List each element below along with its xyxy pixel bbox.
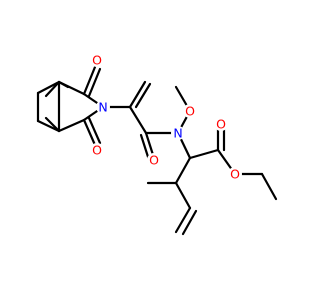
atom-o2: O xyxy=(92,143,102,158)
bond xyxy=(87,116,102,145)
bond xyxy=(128,105,148,135)
bond xyxy=(174,156,192,185)
atom-o5: O xyxy=(216,117,226,132)
bond xyxy=(174,206,192,234)
bond xyxy=(174,181,192,210)
atom-o6: O xyxy=(230,167,240,182)
bond xyxy=(87,67,102,98)
bond xyxy=(57,80,86,96)
molecule-structure-diagram: O O N O N O O O xyxy=(36,53,278,236)
bond xyxy=(82,65,97,96)
bond xyxy=(36,80,61,95)
bond xyxy=(44,116,61,133)
bond xyxy=(188,148,220,160)
bond xyxy=(82,118,97,147)
atom-o4: O xyxy=(185,104,195,119)
bond xyxy=(128,80,147,109)
atom-labels: O O N O N O O O xyxy=(90,53,242,182)
atom-n2: N xyxy=(173,126,182,141)
bond xyxy=(134,82,152,109)
bond xyxy=(57,118,86,133)
bonds xyxy=(36,65,278,236)
bond xyxy=(36,119,61,133)
atom-n1: N xyxy=(98,100,107,115)
bond xyxy=(181,209,198,236)
bond xyxy=(44,80,61,98)
bond xyxy=(260,172,278,201)
atom-o1: O xyxy=(92,53,102,68)
atom-o3: O xyxy=(149,153,159,168)
bond xyxy=(139,133,151,162)
